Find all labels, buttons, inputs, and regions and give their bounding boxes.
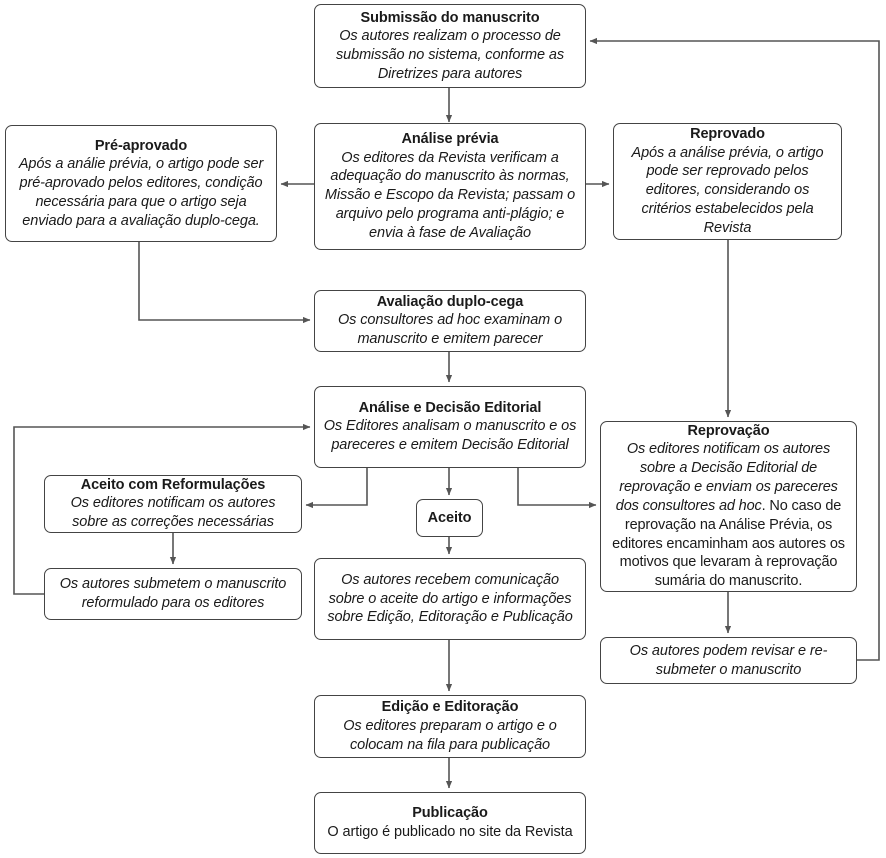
node-body: Os autores submetem o manuscrito reformu… bbox=[59, 576, 287, 611]
node-reprovado[interactable]: Reprovado Após a análise prévia, o artig… bbox=[613, 123, 842, 240]
node-title: Avaliação duplo-cega bbox=[376, 293, 524, 310]
node-title: Aceito com Reformulações bbox=[80, 476, 266, 493]
node-body: Após a análise prévia, o artigo pode ser… bbox=[631, 144, 824, 236]
edge-analise-decisao-to-aceito-reformulacoes bbox=[305, 468, 368, 509]
node-body: Após a análie prévia, o artigo pode ser … bbox=[18, 156, 264, 229]
node-title: Análise e Decisão Editorial bbox=[358, 399, 542, 416]
node-title: Publicação bbox=[412, 805, 488, 822]
node-analise-previa[interactable]: Análise prévia Os editores da Revista ve… bbox=[314, 123, 586, 250]
node-publicacao[interactable]: Publicação O artigo é publicado no site … bbox=[314, 792, 586, 854]
node-body: O artigo é publicado no site da Revista bbox=[327, 823, 573, 840]
node-aceito[interactable]: Aceito bbox=[416, 499, 483, 537]
node-title: Pré-aprovado bbox=[94, 137, 188, 154]
node-body: Os consultores ad hoc examinam o manuscr… bbox=[337, 312, 563, 348]
node-body-upright-part: . No caso de reprovação na Análise Prévi… bbox=[612, 497, 845, 590]
node-reprovacao[interactable]: Reprovação Os editores notificam os auto… bbox=[600, 421, 857, 592]
node-avaliacao-duplo-cega[interactable]: Avaliação duplo-cega Os consultores ad h… bbox=[314, 290, 586, 352]
edge-pre-aprovado-to-avaliacao bbox=[138, 242, 311, 324]
node-body-italic-part: Os editores notificam os autores sobre a… bbox=[615, 441, 838, 514]
node-comunicacao-aceite[interactable]: Os autores recebem comunicação sobre o a… bbox=[314, 558, 586, 640]
node-title: Reprovação bbox=[687, 422, 770, 439]
node-body: Os editores notificam os autores sobre a… bbox=[608, 440, 849, 591]
node-body: Os editores da Revista verificam a adequ… bbox=[324, 149, 576, 241]
node-title: Submissão do manuscrito bbox=[360, 9, 540, 26]
node-revisar-resubmeter[interactable]: Os autores podem revisar e re-submeter o… bbox=[600, 637, 857, 684]
node-pre-aprovado[interactable]: Pré-aprovado Após a análie prévia, o art… bbox=[5, 125, 277, 242]
edge-analise-decisao-to-reprovacao bbox=[517, 468, 597, 509]
node-body: Os editores preparam o artigo e o coloca… bbox=[343, 717, 557, 753]
node-body: Os autores podem revisar e re-submeter o… bbox=[629, 642, 828, 678]
node-body: Os editores notificam os autores sobre a… bbox=[70, 495, 276, 531]
node-title: Aceito bbox=[427, 509, 472, 526]
node-analise-e-decisao-editorial[interactable]: Análise e Decisão Editorial Os Editores … bbox=[314, 386, 586, 468]
node-aceito-com-reformulacoes[interactable]: Aceito com Reformulações Os editores not… bbox=[44, 475, 302, 533]
node-body: Os autores realizam o processo de submis… bbox=[336, 27, 564, 82]
node-edicao-e-editoracao[interactable]: Edição e Editoração Os editores preparam… bbox=[314, 695, 586, 758]
node-submissao-do-manuscrito[interactable]: Submissão do manuscrito Os autores reali… bbox=[314, 4, 586, 88]
node-title: Análise prévia bbox=[401, 131, 499, 148]
node-autores-submetem-reformulado[interactable]: Os autores submetem o manuscrito reformu… bbox=[44, 568, 302, 620]
node-body: Os autores recebem comunicação sobre o a… bbox=[327, 571, 573, 626]
node-title: Edição e Editoração bbox=[381, 699, 519, 716]
node-title: Reprovado bbox=[690, 126, 765, 143]
node-body: Os Editores analisam o manuscrito e os p… bbox=[323, 418, 577, 454]
